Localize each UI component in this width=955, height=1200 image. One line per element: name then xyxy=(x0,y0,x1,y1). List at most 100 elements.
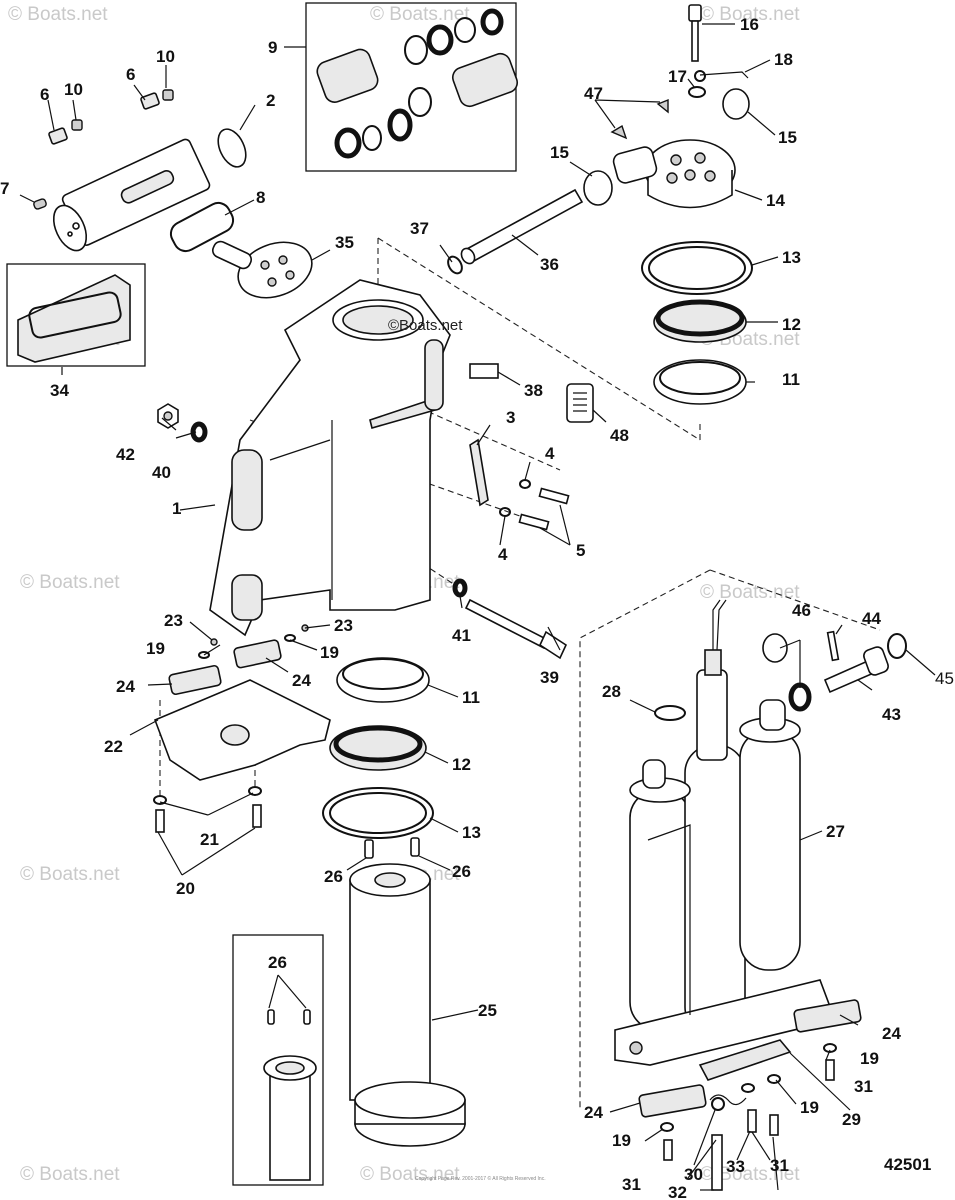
part-6-fittings xyxy=(48,92,160,145)
part-36-shaft xyxy=(460,188,584,265)
part-2-cylinder-housing xyxy=(52,128,247,252)
part-13-seal-top xyxy=(641,241,753,295)
leader-lines xyxy=(19,23,936,1191)
label-24: 24 xyxy=(292,671,311,690)
label-48: 48 xyxy=(610,426,629,445)
part-45-ring xyxy=(887,633,907,659)
part-number-labels: 1 2 3 4 4 5 6 6 7 8 9 10 10 11 11 12 12 … xyxy=(0,15,954,1200)
label-12: 12 xyxy=(452,755,471,774)
part-28-oring xyxy=(654,705,686,721)
label-39: 39 xyxy=(540,668,559,687)
part-18-clip xyxy=(694,70,749,82)
label-37: 37 xyxy=(410,219,429,238)
part-26-inset-box xyxy=(232,934,324,1186)
part-17-washer xyxy=(688,86,706,98)
part-16-bolt xyxy=(688,4,702,62)
label-26: 26 xyxy=(268,953,287,972)
part-14-steering-head xyxy=(612,139,736,209)
label-26: 26 xyxy=(324,867,343,886)
part-33-screw xyxy=(747,1109,757,1133)
label-3: 3 xyxy=(506,408,515,427)
part-39-bolt xyxy=(464,598,568,660)
part-44-pin xyxy=(826,630,840,662)
part-12-bearing-lower xyxy=(329,725,427,771)
label-2: 2 xyxy=(266,91,275,110)
label-38: 38 xyxy=(524,381,543,400)
watermark: © Boats.net xyxy=(700,1164,800,1185)
part-19-washers-left xyxy=(198,634,296,659)
part-13-seal-lower xyxy=(322,787,434,839)
label-31: 31 xyxy=(854,1077,873,1096)
label-6: 6 xyxy=(40,85,49,104)
label-19: 19 xyxy=(320,643,339,662)
label-23: 23 xyxy=(164,611,183,630)
watermark: © Boats.net xyxy=(360,1164,460,1185)
part-7-pin xyxy=(33,198,47,210)
label-17: 17 xyxy=(668,67,687,86)
label-5: 5 xyxy=(576,541,585,560)
watermark: © Boats.net xyxy=(8,4,108,25)
part-24-pads-right xyxy=(638,999,862,1118)
part-48-decal xyxy=(566,383,594,423)
part-21-washers xyxy=(153,786,262,805)
label-31: 31 xyxy=(622,1175,641,1194)
label-29: 29 xyxy=(842,1110,861,1129)
label-36: 36 xyxy=(540,255,559,274)
label-8: 8 xyxy=(256,188,265,207)
label-34: 34 xyxy=(50,381,69,400)
label-35: 35 xyxy=(335,233,354,252)
label-26: 26 xyxy=(452,862,471,881)
watermark: © Boats.net xyxy=(370,4,470,25)
label-1: 1 xyxy=(172,499,181,518)
watermark: © Boats.net xyxy=(20,864,120,885)
label-28: 28 xyxy=(602,682,621,701)
label-16: 16 xyxy=(740,15,759,34)
label-44: 44 xyxy=(862,609,881,628)
watermark: © Boats.net xyxy=(700,582,800,603)
label-13: 13 xyxy=(782,248,801,267)
part-15-bushings xyxy=(583,88,750,206)
part-10-plugs xyxy=(71,89,174,131)
label-19: 19 xyxy=(860,1049,879,1068)
part-40-washer xyxy=(190,421,208,443)
label-4: 4 xyxy=(498,545,508,564)
label-31: 31 xyxy=(770,1156,789,1175)
part-32-bolt xyxy=(711,1134,723,1191)
label-11: 11 xyxy=(782,370,800,389)
label-20: 20 xyxy=(176,879,195,898)
label-10: 10 xyxy=(64,80,83,99)
part-12-bearing-top xyxy=(653,299,747,343)
label-25: 25 xyxy=(478,1001,497,1020)
watermark: © Boats.net xyxy=(20,572,120,593)
label-40: 40 xyxy=(152,463,171,482)
label-27: 27 xyxy=(826,822,845,841)
label-24: 24 xyxy=(116,677,135,696)
label-7: 7 xyxy=(0,179,9,198)
label-24: 24 xyxy=(882,1024,901,1043)
label-30: 30 xyxy=(684,1165,703,1184)
part-42-nut xyxy=(157,403,179,429)
part-47-screws xyxy=(610,98,669,140)
label-19: 19 xyxy=(800,1098,819,1117)
diagram-id: 42501 xyxy=(884,1155,931,1174)
part-11-ring-top xyxy=(653,359,747,405)
part-22-plate xyxy=(153,679,331,781)
label-41: 41 xyxy=(452,626,471,645)
label-47: 47 xyxy=(584,84,603,103)
part-1-swivel-bracket xyxy=(209,279,451,637)
part-20-bolts xyxy=(155,804,262,833)
label-14: 14 xyxy=(766,191,785,210)
part-43-pivot-pin xyxy=(823,646,889,694)
label-24: 24 xyxy=(584,1103,603,1122)
label-19: 19 xyxy=(612,1131,631,1150)
part-31-screws xyxy=(663,1059,835,1161)
part-37-ring xyxy=(447,255,463,275)
label-46: 46 xyxy=(792,601,811,620)
watermark: © Boats.net xyxy=(20,1164,120,1185)
part-9-seal-kit-box xyxy=(305,2,519,172)
watermark: © Boats.net xyxy=(700,4,800,25)
part-26-pins xyxy=(364,837,420,859)
part-35-cap xyxy=(211,240,313,299)
part-34-inset-box xyxy=(6,263,146,367)
